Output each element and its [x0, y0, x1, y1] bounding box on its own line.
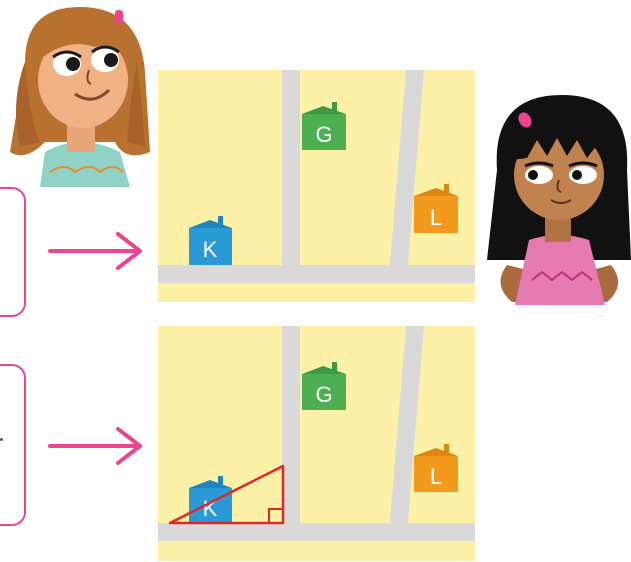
road-horizontal — [158, 265, 475, 283]
house-g-icon: G — [302, 362, 346, 410]
house-l-label: L — [430, 205, 442, 230]
house-k-label: K — [203, 237, 218, 262]
right-angle-marker — [269, 509, 283, 523]
house-g-label: G — [315, 122, 332, 147]
girl-black-hair-icon — [487, 90, 631, 305]
map-top: G K L — [158, 70, 475, 302]
house-k-icon: K — [189, 216, 232, 265]
speech-bubble-top — [0, 187, 26, 317]
road-vertical-right — [389, 326, 424, 533]
map-bottom: G K L — [158, 326, 475, 561]
house-k-icon: K — [189, 476, 232, 524]
bubble-dot — [0, 438, 3, 441]
arrow-right-icon — [46, 425, 146, 467]
house-g-label: G — [315, 382, 332, 407]
road-horizontal — [158, 523, 475, 541]
arrow-right-icon — [46, 230, 146, 272]
house-l-icon: L — [414, 444, 458, 492]
road-vertical-left — [282, 70, 300, 275]
girl-brown-hair-icon — [5, 2, 155, 187]
house-l-label: L — [430, 464, 442, 489]
house-g-icon: G — [302, 102, 346, 150]
road-vertical-left — [282, 326, 300, 533]
speech-bubble-bottom — [0, 364, 26, 526]
house-l-icon: L — [414, 184, 458, 233]
road-vertical-right — [389, 70, 424, 275]
